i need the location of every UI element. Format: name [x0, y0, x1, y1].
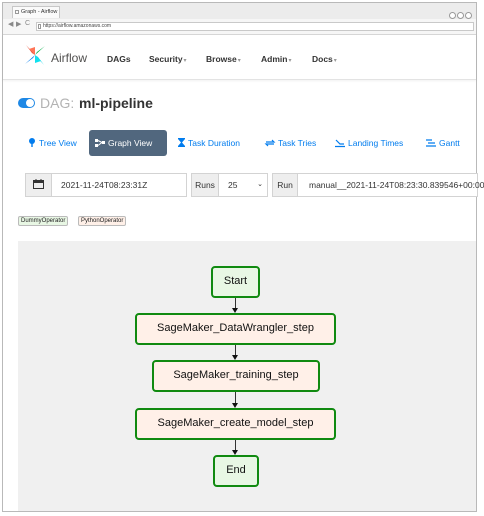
nav-browse[interactable]: Browse▾ — [206, 54, 241, 64]
browser-tab[interactable]: Graph - Airflow — [12, 6, 60, 18]
dag-id: ml-pipeline — [79, 95, 153, 111]
airflow-brand[interactable]: Airflow — [51, 51, 88, 65]
nav-admin-label: Admin — [261, 54, 288, 64]
base-date-value: 2021-11-24T08:23:31Z — [61, 180, 148, 190]
run-label: Run — [272, 173, 298, 197]
nav-dags-label: DAGs — [107, 54, 131, 64]
tab-task-duration[interactable]: Task Duration — [172, 130, 246, 156]
tab-task-tries[interactable]: Task Tries — [259, 130, 322, 156]
window-close-icon[interactable] — [465, 12, 472, 19]
dag-label: DAG: — [40, 95, 75, 111]
hourglass-icon — [178, 138, 185, 147]
gantt-icon — [426, 139, 436, 147]
runs-value: 25 — [228, 180, 238, 190]
arrow-icon — [232, 450, 238, 455]
edge-line — [235, 298, 236, 310]
legend-python-operator: PythonOperator — [78, 216, 127, 226]
chevron-down-icon: ▾ — [183, 58, 187, 64]
run-select[interactable]: manual__2021-11-24T08:23:30.839546+00:00 — [297, 173, 484, 197]
back-icon[interactable]: ◀ — [8, 21, 14, 28]
nav-admin[interactable]: Admin▾ — [261, 54, 291, 64]
nav-docs[interactable]: Docs▾ — [312, 54, 337, 64]
tab-tree-view-label: Tree View — [39, 138, 77, 148]
tab-gantt-label: Gantt — [439, 138, 460, 148]
nav-dags[interactable]: DAGs — [107, 54, 131, 64]
run-value: manual__2021-11-24T08:23:30.839546+00:00 — [309, 180, 484, 190]
browser-tab-title: Graph - Airflow — [21, 9, 58, 15]
airflow-logo-icon[interactable] — [23, 43, 47, 67]
runs-select[interactable]: 25 ⌄ — [218, 173, 268, 197]
landing-icon — [335, 139, 345, 148]
edge-line — [235, 392, 236, 404]
nav-browse-label: Browse — [206, 54, 237, 64]
edge-line — [235, 440, 236, 451]
tab-task-tries-label: Task Tries — [278, 138, 317, 148]
nav-security-label: Security — [149, 54, 183, 64]
window-maximize-icon[interactable] — [457, 12, 464, 19]
chevron-down-icon: ▾ — [333, 58, 337, 64]
task-node-training[interactable]: SageMaker_training_step — [152, 360, 320, 392]
chevron-down-icon: ▾ — [288, 58, 292, 64]
tree-icon — [29, 138, 35, 147]
task-node-start[interactable]: Start — [211, 266, 260, 298]
base-date-input[interactable]: 2021-11-24T08:23:31Z — [51, 173, 187, 197]
legend-dummy-operator: DummyOperator — [18, 216, 69, 226]
chevron-down-icon: ▾ — [237, 58, 241, 64]
arrow-icon — [232, 308, 238, 313]
forward-icon[interactable]: ▶ — [16, 21, 22, 28]
task-node-datawrangler[interactable]: SageMaker_DataWrangler_step — [135, 313, 336, 345]
tab-landing-times-label: Landing Times — [348, 138, 404, 148]
graph-icon — [95, 139, 105, 147]
arrow-icon — [232, 403, 238, 408]
dag-pause-toggle[interactable] — [18, 98, 35, 108]
calendar-icon — [33, 179, 44, 189]
calendar-button[interactable] — [25, 173, 52, 197]
arrow-icon — [232, 355, 238, 360]
window-minimize-icon[interactable] — [449, 12, 456, 19]
task-node-end[interactable]: End — [213, 455, 259, 487]
chevron-down-icon: ⌄ — [257, 181, 263, 188]
page-icon — [38, 24, 41, 29]
tab-graph-view-label: Graph View — [108, 138, 153, 148]
nav-docs-label: Docs — [312, 54, 333, 64]
graph-canvas[interactable]: Start SageMaker_DataWrangler_step SageMa… — [18, 241, 476, 511]
task-node-create-model[interactable]: SageMaker_create_model_step — [135, 408, 336, 440]
tab-gantt[interactable]: Gantt — [420, 130, 466, 156]
tab-tree-view[interactable]: Tree View — [22, 130, 83, 156]
tab-landing-times[interactable]: Landing Times — [329, 130, 409, 156]
address-bar[interactable]: https://airflow.amazonaws.com — [36, 22, 474, 31]
tab-task-duration-label: Task Duration — [188, 138, 240, 148]
runs-label: Runs — [191, 173, 219, 197]
edge-line — [235, 345, 236, 356]
reload-icon[interactable]: C — [25, 20, 31, 27]
favicon-icon — [15, 9, 19, 14]
browser-tab-bar: Graph - Airflow — [3, 3, 476, 20]
nav-security[interactable]: Security▾ — [149, 54, 187, 64]
airflow-navbar: Airflow DAGs Security▾ Browse▾ Admin▾ Do… — [3, 35, 476, 80]
address-bar-row: ◀ ▶ C https://airflow.amazonaws.com — [3, 19, 476, 35]
window-controls — [448, 6, 472, 24]
url-text: https://airflow.amazonaws.com — [43, 23, 112, 29]
retry-icon — [264, 139, 276, 147]
tab-graph-view[interactable]: Graph View — [89, 130, 167, 156]
